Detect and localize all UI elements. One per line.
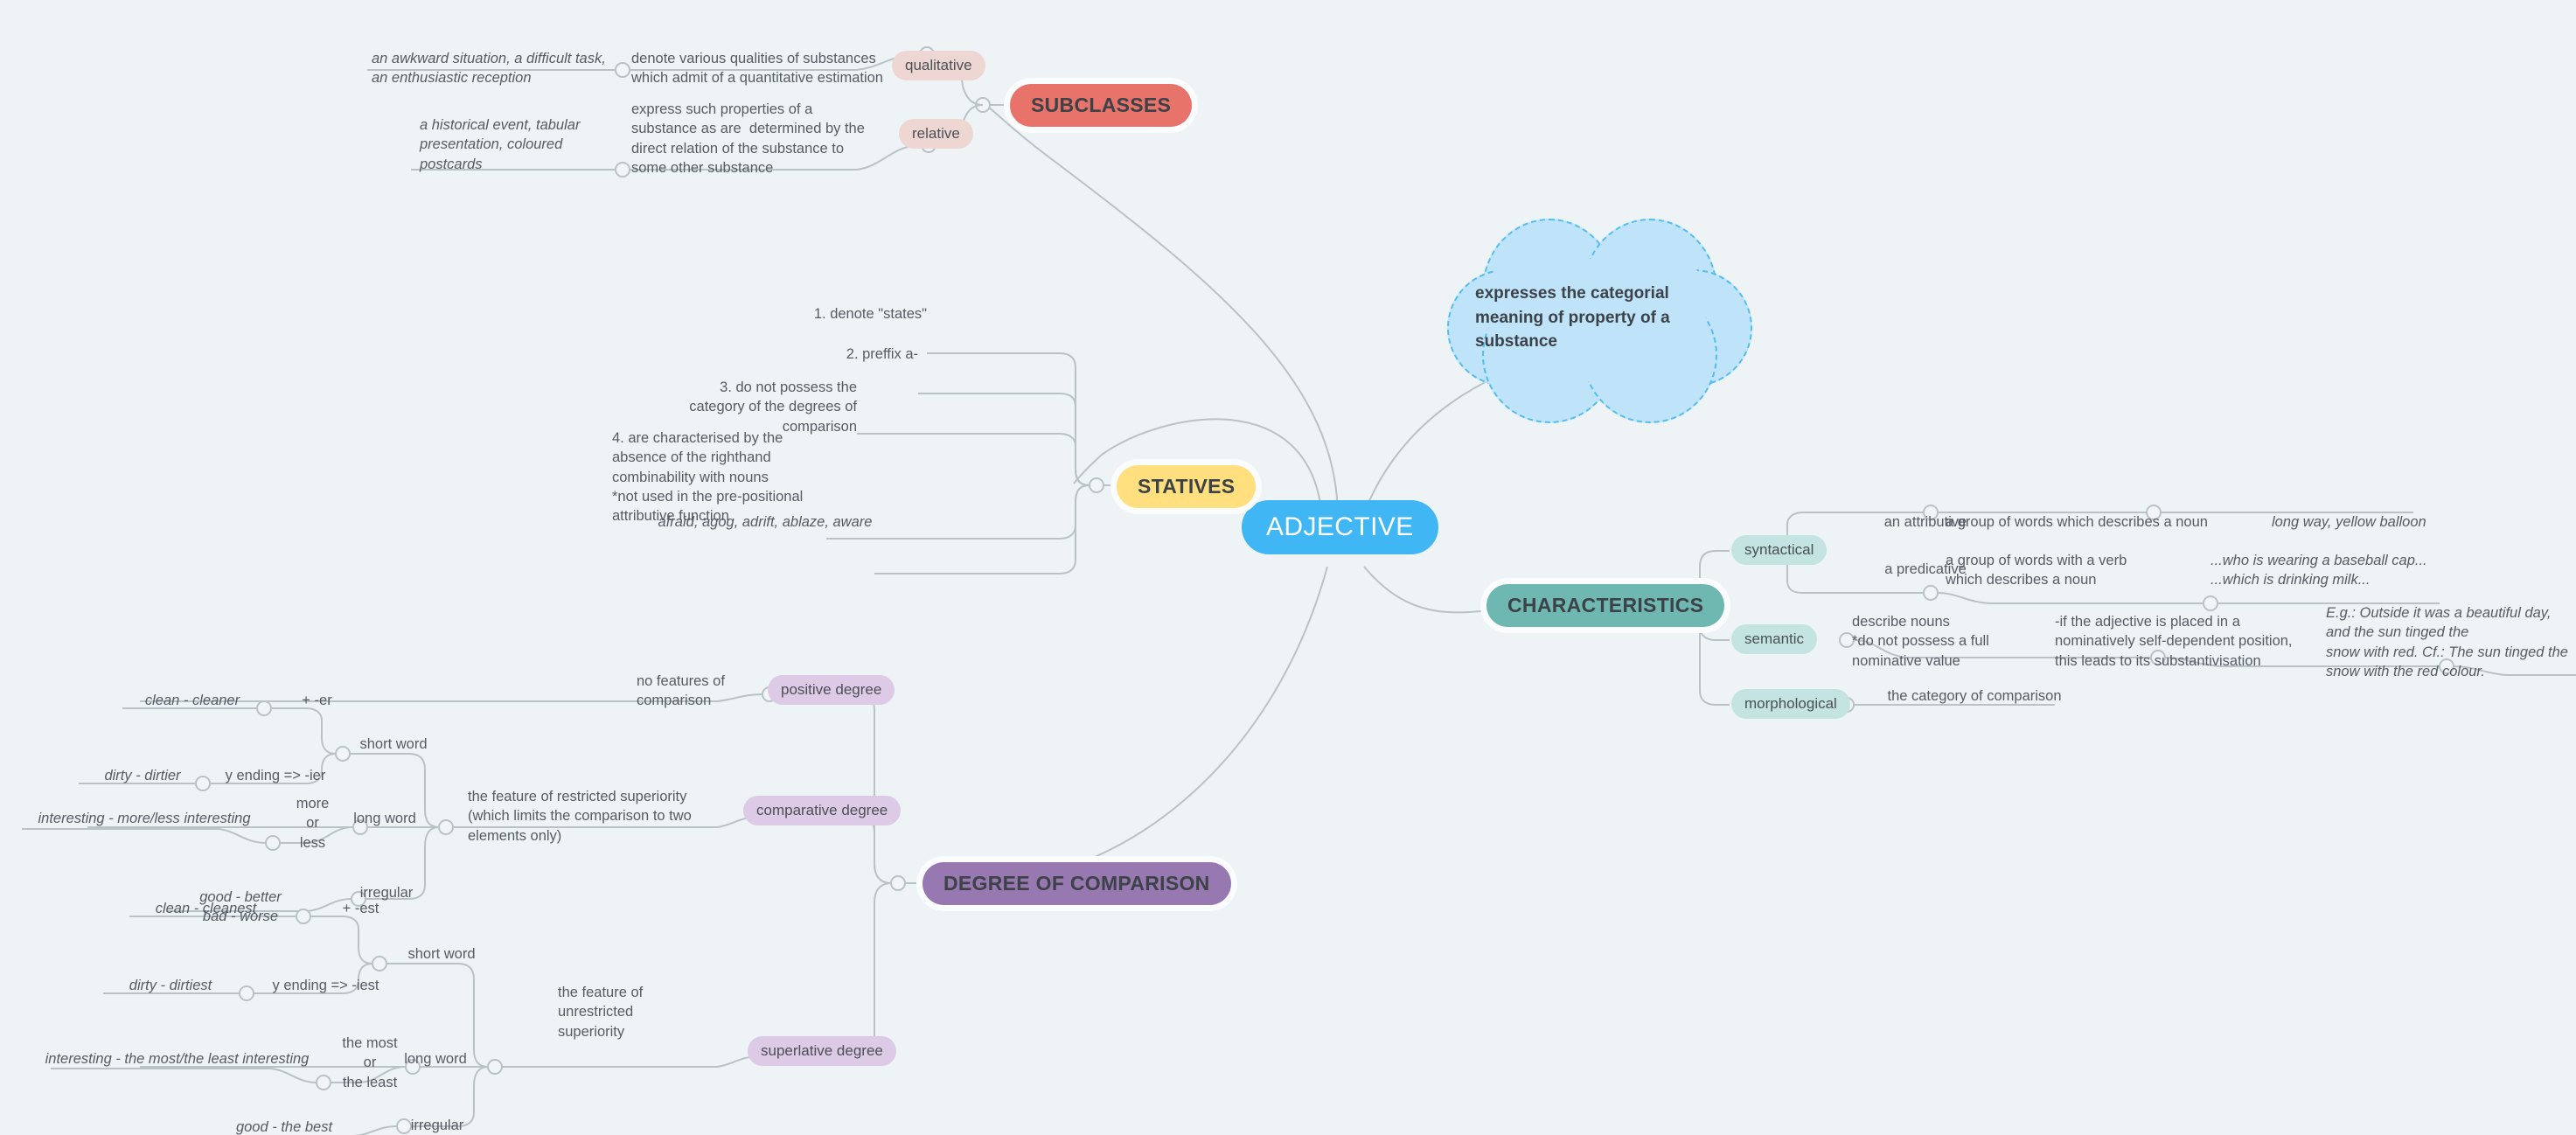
text-superlative-feature: the feature of unrestricted superiority: [558, 985, 644, 1040]
text-comparative-example-cleaner: clean - cleaner: [144, 693, 240, 708]
text-superlative-example-cleanest: clean - cleanest: [155, 901, 257, 916]
pill-comparative-degree-label: comparative degree: [756, 802, 888, 818]
text-comparative-long-word: long word: [353, 811, 416, 826]
topic-degree-label: DEGREE OF COMPARISON: [943, 872, 1210, 895]
text-statives-feature-3: 3. do not possess the category of the de…: [689, 379, 857, 435]
pill-semantic[interactable]: semantic: [1731, 624, 1818, 654]
text-qualitative-definition: denote various qualities of substances w…: [631, 51, 883, 87]
text-superlative-long-word: long word: [404, 1051, 467, 1067]
topic-subclasses[interactable]: SUBCLASSES: [1010, 84, 1193, 127]
pill-positive-degree-label: positive degree: [781, 681, 882, 698]
text-statives-examples: afraid, agog, adrift, ablaze, aware: [658, 514, 873, 530]
text-superlative-short-word: short word: [407, 946, 476, 962]
text-attributive-examples: long way, yellow balloon: [2272, 514, 2426, 530]
pill-superlative-degree-label: superlative degree: [761, 1042, 883, 1059]
cloud-text: expresses the categorial meaning of prop…: [1475, 284, 1670, 352]
text-comparative-example-irregular: good - better bad - worse: [199, 889, 282, 925]
root-node-adjective[interactable]: ADJECTIVE: [1242, 500, 1438, 554]
topic-degree-of-comparison[interactable]: DEGREE OF COMPARISON: [922, 862, 1231, 905]
pill-qualitative-label: qualitative: [905, 57, 972, 73]
text-superlative-irregular: irregular: [410, 1118, 464, 1133]
text-comparative-feature: the feature of restricted superiority (w…: [468, 789, 692, 844]
text-comparative-short-word: short word: [359, 736, 428, 752]
text-morphological-definition: the category of comparison: [1887, 688, 2062, 704]
root-label: ADJECTIVE: [1266, 512, 1414, 541]
text-comparative-example-interesting: interesting - more/less interesting: [38, 811, 251, 826]
pill-morphological-label: morphological: [1744, 695, 1837, 712]
pill-morphological[interactable]: morphological: [1731, 689, 1850, 719]
text-attributive-definition: a group of words which describes a noun: [1946, 514, 2208, 530]
pill-relative-label: relative: [912, 125, 960, 142]
text-comparative-rule-er: + -er: [302, 693, 332, 708]
pill-comparative-degree[interactable]: comparative degree: [743, 796, 902, 825]
text-comparative-example-dirtier: dirty - dirtier: [104, 768, 181, 783]
pill-positive-degree[interactable]: positive degree: [768, 675, 895, 705]
text-semantic-definition: describe nouns *do not possess a full no…: [1852, 614, 1989, 669]
text-positive-feature: no features of comparison: [637, 673, 725, 709]
text-comparative-rule-more-less: more or less: [296, 796, 330, 851]
text-statives-feature-2: 2. preffix a-: [846, 346, 918, 362]
text-superlative-rule-iest: y ending => -iest: [272, 978, 379, 993]
topic-statives[interactable]: STATIVES: [1117, 465, 1257, 508]
text-statives-feature-1: 1. denote "states": [813, 306, 927, 322]
text-relative-definition: express such properties of a substance a…: [631, 101, 869, 176]
cloud-note: expresses the categorial meaning of prop…: [1447, 219, 1752, 423]
pill-semantic-label: semantic: [1744, 630, 1805, 647]
text-semantic-examples: E.g.: Outside it was a beautiful day, an…: [2326, 605, 2568, 679]
pill-qualitative[interactable]: qualitative: [892, 51, 985, 80]
text-semantic-note: -if the adjective is placed in a nominat…: [2055, 614, 2293, 669]
text-statives-feature-4: 4. are characterised by the absence of t…: [612, 430, 804, 525]
text-attributive-label: an attributive: [1883, 514, 1967, 530]
text-predicative-label: a predicative: [1884, 561, 1967, 577]
text-predicative-definition: a group of words with a verb which descr…: [1946, 553, 2127, 588]
pill-syntactical-label: syntactical: [1744, 541, 1814, 558]
topic-statives-label: STATIVES: [1138, 475, 1236, 498]
topic-subclasses-label: SUBCLASSES: [1031, 94, 1172, 116]
text-superlative-rule-est: + -est: [342, 901, 379, 916]
topic-characteristics-label: CHARACTERISTICS: [1507, 594, 1704, 616]
topic-characteristics[interactable]: CHARACTERISTICS: [1486, 584, 1725, 627]
text-qualitative-examples: an awkward situation, a difficult task, …: [372, 51, 606, 87]
pill-relative[interactable]: relative: [899, 119, 973, 149]
text-superlative-example-dirtiest: dirty - dirtiest: [129, 978, 212, 993]
text-superlative-example-irregular: good - the best bad - the worst: [235, 1119, 333, 1135]
text-predicative-examples: ...who is wearing a baseball cap... ...w…: [2210, 553, 2427, 588]
text-relative-examples: a historical event, tabular presentation…: [420, 117, 581, 172]
text-comparative-rule-ier: y ending => -ier: [225, 768, 326, 783]
text-comparative-irregular: irregular: [359, 885, 414, 901]
text-superlative-rule-most-least: the most or the least: [342, 1035, 398, 1090]
text-superlative-example-interesting: interesting - the most/the least interes…: [45, 1051, 310, 1067]
pill-superlative-degree[interactable]: superlative degree: [748, 1036, 896, 1066]
cloud-body: [1487, 259, 1706, 381]
pill-syntactical[interactable]: syntactical: [1731, 535, 1828, 565]
